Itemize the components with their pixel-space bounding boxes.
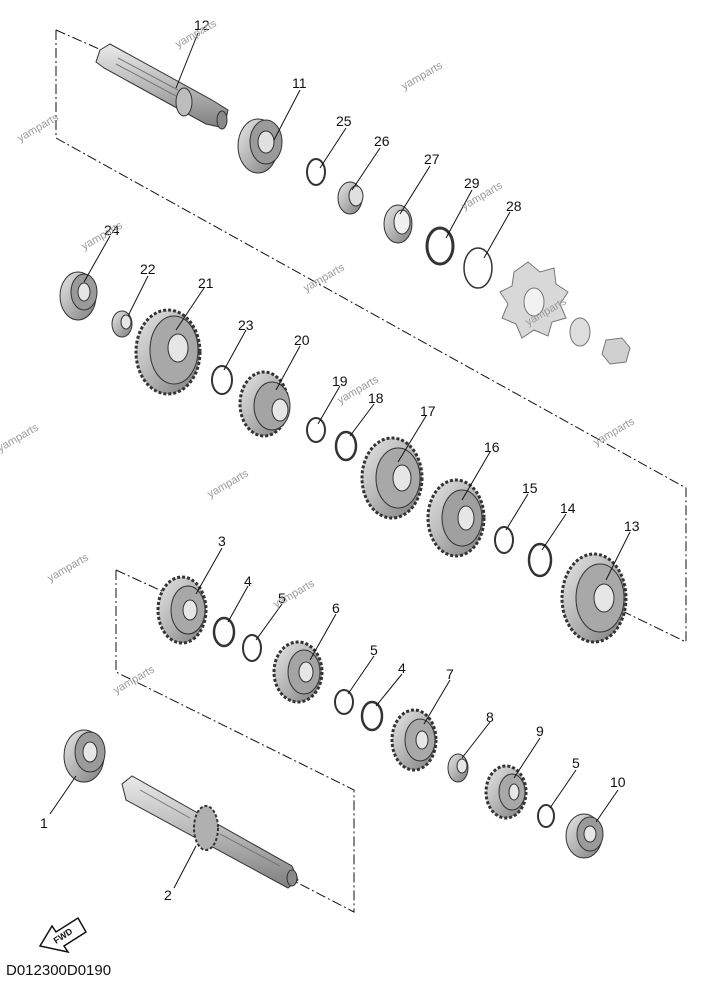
callout-2: 2: [164, 887, 172, 903]
part-6-gear: [272, 640, 324, 704]
part-10-bearing: [565, 813, 604, 859]
callout-19: 19: [332, 373, 348, 389]
part-9-gear: [484, 764, 528, 820]
part-27-washer: [383, 204, 413, 244]
watermark: yamparts: [206, 467, 252, 500]
lower-shaft-assembly-outline: [115, 569, 355, 913]
part-20-gear: [238, 370, 291, 438]
callout-12: 12: [194, 17, 210, 33]
callout-5-upper: 5: [278, 590, 286, 606]
watermark: yamparts: [112, 663, 158, 696]
watermarks: yamparts yamparts yamparts yamparts yamp…: [0, 17, 637, 696]
part-4-washer-upper: [212, 616, 236, 648]
part-26-collar: [337, 181, 364, 215]
callout-13: 13: [624, 518, 640, 534]
callout-15: 15: [522, 480, 538, 496]
callout-22: 22: [140, 261, 156, 277]
callout-6: 6: [332, 600, 340, 616]
part-28-clip: [463, 247, 493, 289]
callout-7: 7: [446, 666, 454, 682]
part-23-circlip: [211, 365, 233, 395]
part-25-circlip: [306, 158, 326, 186]
sprocket-washer: [569, 317, 591, 347]
part-12-main-axle: [95, 43, 229, 130]
part-8-bushing: [447, 753, 469, 783]
part-11-bearing: [237, 118, 283, 174]
callout-23: 23: [238, 317, 254, 333]
fwd-arrow-icon: FWD: [38, 916, 88, 954]
part-5-circlip-upper: [242, 634, 262, 662]
callout-11: 11: [292, 75, 307, 91]
part-19-circlip: [306, 417, 326, 443]
upper-shaft-assembly-outline: [55, 29, 687, 643]
callout-14: 14: [560, 500, 576, 516]
callout-9: 9: [536, 723, 544, 739]
callout-26: 26: [374, 133, 390, 149]
part-3-gear: [156, 575, 208, 645]
callout-16: 16: [484, 439, 500, 455]
callout-24: 24: [104, 222, 120, 238]
part-1-bearing: [63, 729, 106, 783]
callout-10: 10: [610, 774, 626, 790]
watermark: yamparts: [592, 415, 638, 448]
callout-18: 18: [368, 390, 384, 406]
part-7-gear: [390, 708, 438, 772]
part-5-circlip-lower: [537, 804, 555, 828]
callout-leader-lines: [49, 32, 631, 889]
part-14-washer: [527, 542, 553, 578]
callout-29: 29: [464, 175, 480, 191]
part-16-gear: [426, 478, 486, 558]
watermark: yamparts: [400, 59, 446, 92]
part-29-circlip: [425, 226, 455, 266]
callout-3: 3: [218, 533, 226, 549]
watermark: yamparts: [0, 421, 41, 454]
diagram-code: D012300D0190: [6, 962, 111, 979]
part-4-washer-lower: [360, 700, 384, 732]
callout-21: 21: [198, 275, 214, 291]
callout-28: 28: [506, 198, 522, 214]
callout-5-lower: 5: [572, 755, 580, 771]
part-24-bearing: [59, 271, 98, 321]
part-2-drive-axle: [121, 775, 299, 889]
callout-25: 25: [336, 113, 352, 129]
callout-8: 8: [486, 709, 494, 725]
callout-4-lower: 4: [398, 660, 406, 676]
callout-1: 1: [40, 815, 48, 831]
callout-numbers: 1 2 3 4 5 6 5 4 7 8 9 5 10 11 12 13 14 1…: [40, 17, 640, 903]
part-18-washer: [334, 430, 358, 462]
sprocket-nut: [601, 337, 631, 365]
callout-20: 20: [294, 332, 310, 348]
part-21-gear: [134, 308, 202, 396]
drive-sprocket: [499, 261, 569, 339]
part-13-gear: [560, 552, 628, 644]
callout-5-middle: 5: [370, 642, 378, 658]
part-15-circlip: [494, 526, 514, 554]
part-22-bushing: [111, 310, 133, 338]
watermark: yamparts: [16, 111, 62, 144]
callout-27: 27: [424, 151, 440, 167]
callout-4-upper: 4: [244, 573, 252, 589]
callout-17: 17: [420, 403, 436, 419]
watermark: yamparts: [46, 551, 92, 584]
part-17-gear: [360, 436, 424, 520]
part-5-circlip-middle: [334, 689, 354, 715]
